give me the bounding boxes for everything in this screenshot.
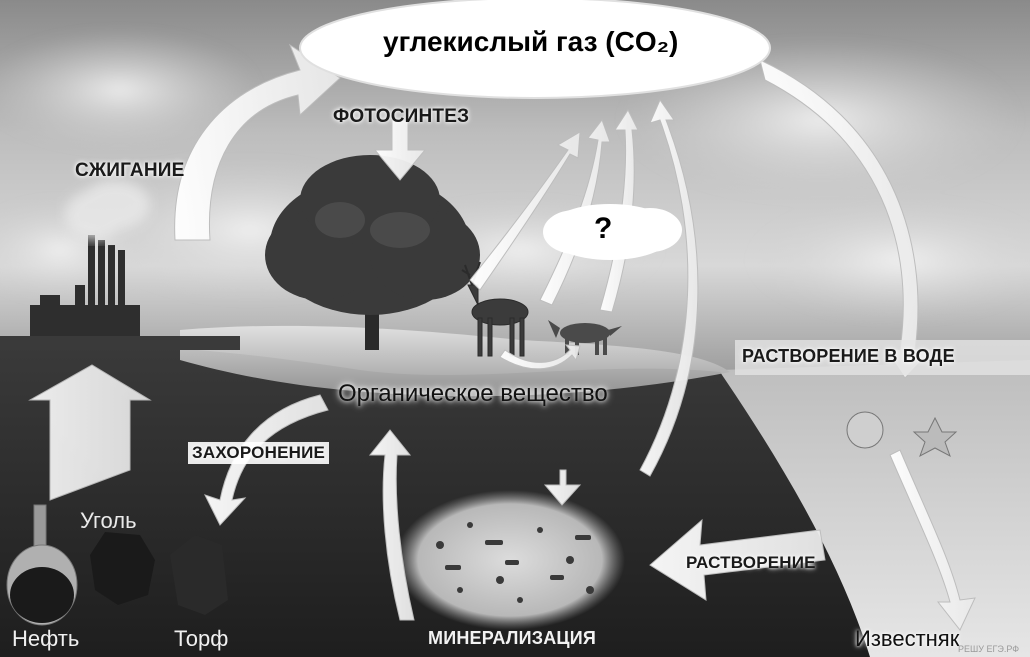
burial-label: ЗАХОРОНЕНИЕ: [188, 442, 329, 464]
watermark: РЕШУ ЕГЭ.РФ: [958, 644, 1019, 654]
co2-label: углекислый газ (CO₂): [383, 26, 678, 58]
dissolving-in-water-label: РАСТВОРЕНИЕ В ВОДЕ: [742, 346, 955, 367]
burning-label: СЖИГАНИЕ: [75, 160, 185, 182]
coal-label: Уголь: [80, 508, 137, 534]
ground-strip-left: [0, 336, 240, 350]
bacteria-icon: [395, 490, 625, 630]
oil-label: Нефть: [12, 626, 79, 652]
organic-matter-label: Органическое вещество: [338, 380, 608, 408]
peat-label: Торф: [174, 626, 228, 652]
question-label: ?: [594, 212, 612, 246]
dissolving-label: РАСТВОРЕНИЕ: [686, 553, 816, 573]
limestone-label: Известняк: [855, 626, 959, 652]
photosynthesis-label: ФОТОСИНТЕЗ: [333, 106, 469, 128]
mineralization-label: МИНЕРАЛИЗАЦИЯ: [428, 628, 596, 649]
